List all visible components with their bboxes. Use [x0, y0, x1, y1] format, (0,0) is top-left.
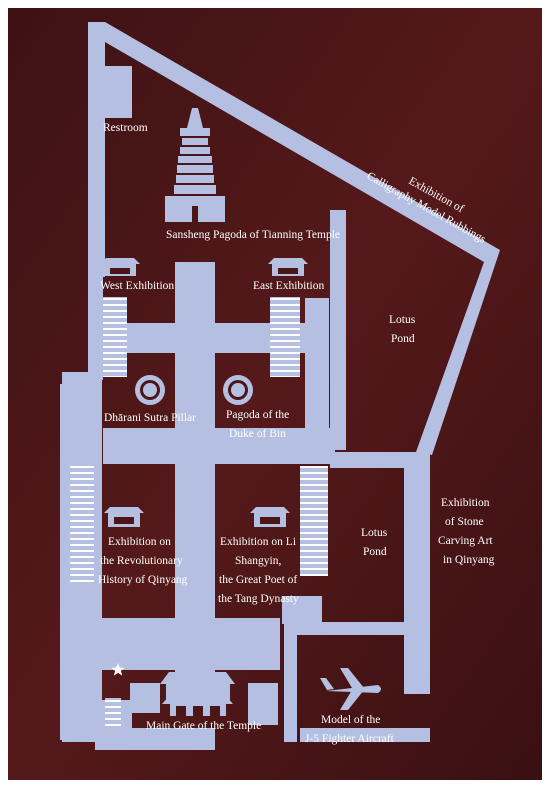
gate-wing-left — [130, 683, 160, 713]
stone-carving-label-line3: Carving Art — [438, 535, 493, 547]
lishangyin-label-line3: the Great Poet of — [219, 574, 297, 586]
restroom-label: Restroom — [103, 122, 148, 134]
sutra-pillar-icon — [135, 375, 165, 405]
lotus-pond-south-label-line2: Pond — [363, 546, 387, 558]
south-cross-path — [103, 428, 335, 464]
revolutionary-label-line2: the Revolutionary — [100, 555, 183, 567]
pagoda-icon — [165, 108, 225, 222]
duke-pagoda-label-line2: Duke of Bin — [229, 428, 286, 440]
you-are-here-star-icon — [111, 663, 125, 676]
aircraft-west-path — [284, 622, 297, 742]
aircraft-bottom-path — [300, 728, 430, 742]
pagoda-label: Sansheng Pagoda of Tianning Temple — [166, 229, 340, 241]
revolutionary-label-line1: Exhibition on — [108, 536, 171, 548]
south-east-path — [282, 596, 322, 624]
walkway-network — [60, 22, 500, 750]
lotus-pond-north-label-line1: Lotus — [389, 314, 416, 326]
central-axis-path — [175, 262, 215, 674]
duke-pagoda-label-line1: Pagoda of the — [226, 409, 289, 421]
stone-carving-path — [404, 452, 430, 694]
west-exhibition-label: West Exhibition — [100, 280, 174, 292]
east-exhibition-label: East Exhibition — [253, 280, 324, 292]
main-gate-label: Main Gate of the Temple — [146, 720, 261, 732]
lotus-pond-north-label-line2: Pond — [391, 333, 415, 345]
lishangyin-label-line4: the Tang Dynasty — [218, 593, 299, 605]
lishangyin-hall-icon — [250, 507, 290, 527]
front-court-path — [100, 618, 280, 670]
stone-carving-label-line1: Exhibition — [441, 497, 490, 509]
west-wall-path — [88, 22, 105, 277]
duke-pagoda-icon — [223, 375, 253, 405]
west-hall-icon — [100, 258, 140, 276]
west-link-path — [88, 270, 103, 380]
terraces — [70, 297, 328, 728]
stone-carving-label-line4: in Qinyang — [443, 554, 495, 566]
west-terrace-steps — [103, 297, 127, 377]
aircraft-top-path — [284, 622, 424, 635]
gate-side-steps — [105, 698, 121, 728]
east-terrace-steps — [270, 297, 300, 377]
lishangyin-label-line1: Exhibition on Li — [220, 536, 296, 548]
lishangyin-label-line2: Shangyin, — [235, 555, 281, 567]
lishangyin-steps — [300, 466, 328, 576]
main-gate-icon — [160, 672, 235, 716]
stone-carving-label-line2: of Stone — [445, 516, 484, 528]
revolutionary-hall-icon — [104, 507, 144, 527]
aircraft-icon — [320, 668, 381, 710]
pond-bridge — [348, 452, 408, 462]
gate-wing-right — [248, 683, 278, 725]
east-hall-icon — [268, 258, 308, 276]
revolutionary-label-line3: History of Qinyang — [98, 574, 188, 586]
dharani-pillar-label: Dhārani Sutra Pillar — [104, 412, 196, 424]
revolutionary-steps — [70, 466, 94, 584]
east-corridor-path — [330, 210, 346, 450]
aircraft-label-line2: J-5 Fighter Aircraft — [305, 733, 395, 745]
restroom-block — [102, 66, 132, 118]
aircraft-label-line1: Model of the — [321, 714, 380, 726]
lotus-pond-south-label-line1: Lotus — [361, 527, 388, 539]
east-side-path — [305, 298, 329, 438]
